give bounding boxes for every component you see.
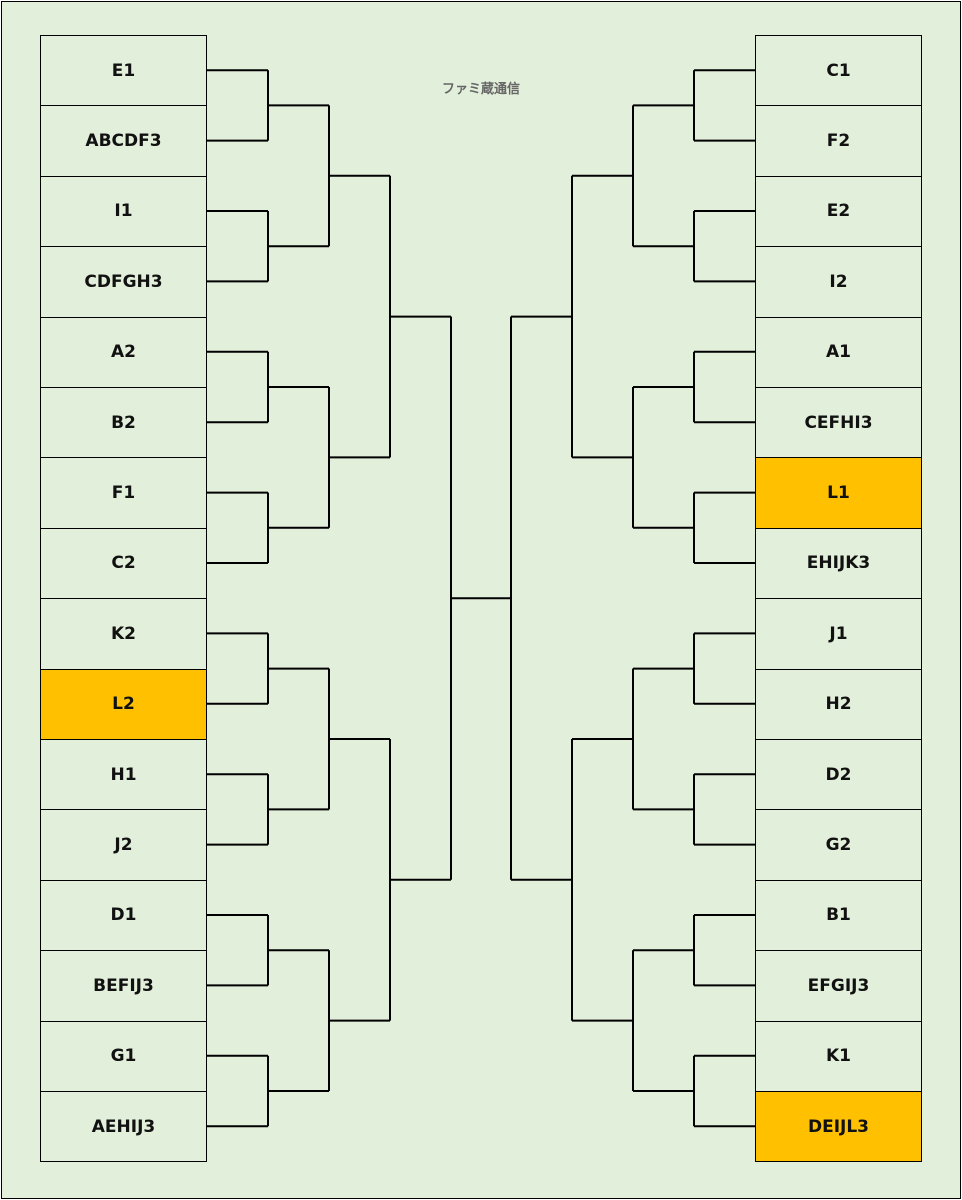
right-team-slot: CEFHI3	[755, 387, 922, 459]
left-team-slot: CDFGH3	[40, 246, 207, 318]
left-team-slot: E1	[40, 35, 207, 107]
right-team-slot: J1	[755, 598, 922, 670]
left-team-slot: D1	[40, 879, 207, 952]
left-team-slot: B2	[40, 387, 207, 459]
left-team-slot: H1	[40, 739, 207, 811]
left-team-slot: AEHIJ3	[40, 1091, 207, 1163]
right-team-slot: E2	[755, 175, 922, 248]
left-team-slot: J2	[40, 809, 207, 881]
right-team-slot: C1	[755, 35, 922, 107]
right-team-slot: DEIJL3	[755, 1091, 922, 1163]
left-team-slot: F1	[40, 457, 207, 529]
right-team-slot: EHIJK3	[755, 527, 922, 600]
left-team-slot: ABCDF3	[40, 105, 207, 177]
right-team-slot: A1	[755, 316, 922, 388]
right-team-slot: B1	[755, 879, 922, 952]
left-team-slot: A2	[40, 316, 207, 388]
left-team-slot: C2	[40, 527, 207, 600]
left-team-slot: I1	[40, 175, 207, 248]
right-team-slot: G2	[755, 809, 922, 881]
left-team-slot: L2	[40, 668, 207, 740]
right-team-slot: H2	[755, 668, 922, 740]
left-team-slot: BEFIJ3	[40, 950, 207, 1022]
left-team-slot: K2	[40, 598, 207, 670]
right-team-slot: EFGIJ3	[755, 950, 922, 1022]
right-team-slot: F2	[755, 105, 922, 177]
sheet-title: ファミ蔵通信	[441, 82, 520, 97]
right-team-slot: K1	[755, 1020, 922, 1092]
left-team-slot: G1	[40, 1020, 207, 1092]
right-team-slot: L1	[755, 457, 922, 529]
right-team-slot: I2	[755, 246, 922, 318]
right-team-slot: D2	[755, 739, 922, 811]
